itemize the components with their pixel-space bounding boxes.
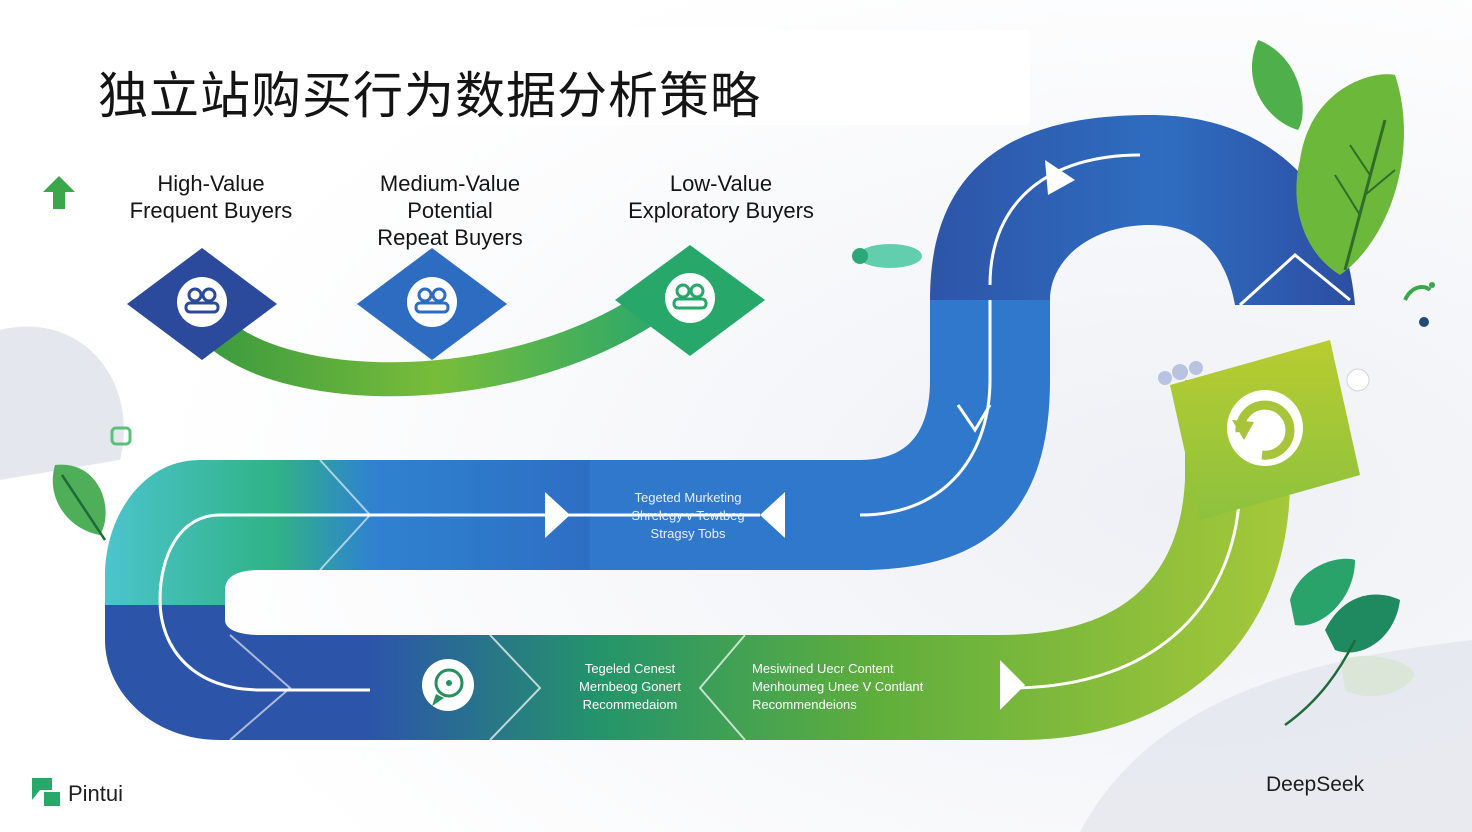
path-line [1238, 253, 1351, 307]
segment-label-line: Exploratory Buyers [628, 198, 814, 223]
path-label-line: Recommendeions [752, 697, 857, 712]
path-line [1009, 380, 1242, 690]
segment-label-line: Medium-Value [379, 171, 521, 196]
path-upper-band [105, 460, 590, 605]
segment-label-line: Frequent Buyers [129, 198, 293, 223]
leaf-icon [52, 464, 107, 541]
bg-blob-left [0, 326, 124, 480]
path-chevron [698, 634, 746, 741]
dot [1346, 368, 1370, 392]
segment-diamond-high[interactable] [127, 248, 277, 360]
path-line [158, 599, 380, 692]
path-arrow [1000, 660, 1025, 710]
path-label-line: Menhoumeg Unee V Contlant [752, 679, 924, 694]
segment-diamond-medium[interactable] [357, 248, 507, 360]
title-backdrop [20, 30, 1030, 125]
path-label-line: Stragsy Tobs [650, 526, 726, 541]
small-square-icon [110, 426, 132, 446]
bubble-cluster [1158, 361, 1203, 385]
path-arrow [545, 492, 570, 538]
path-label-line: Tegeled Cenest [584, 661, 676, 676]
segment-label-line: Repeat Buyers [377, 225, 523, 250]
segment-label-medium: Medium-Value Potential Repeat Buyers [350, 170, 550, 251]
path-label-line: Shrelegy v Tewtbeg [631, 508, 745, 523]
path-label-line: Mernbeog Gonert [579, 679, 681, 694]
leaf-icon [1284, 558, 1415, 727]
path-arrow [956, 404, 992, 433]
path-line [158, 513, 760, 601]
path-chevron [319, 459, 372, 571]
path-chevron [229, 634, 292, 741]
path-label-lower-left: Tegeled Cenest Mernbeog Gonert Recommeda… [555, 660, 705, 714]
buyer-group-icon [414, 287, 450, 314]
buyer-group-icon [672, 283, 708, 310]
path-label-line: Recommedaiom [582, 697, 678, 712]
sprout-icon [1403, 282, 1435, 327]
segment-label-low: Low-Value Exploratory Buyers [610, 170, 832, 224]
segment-label-line: High-Value [157, 171, 265, 196]
path-arrow [1045, 160, 1075, 195]
droplet-icon [852, 244, 922, 268]
path-line [988, 153, 1141, 286]
up-arrow-icon [43, 176, 75, 209]
page-title: 独立站购买行为数据分析策略 [98, 67, 761, 125]
segment-label-line: Low-Value [669, 171, 773, 196]
path-label-upper: Tegeted Murketing Shrelegy v Tewtbeg Str… [598, 489, 778, 543]
segment-diamond-low[interactable] [615, 245, 765, 356]
path-lower-band [370, 380, 1290, 740]
refresh-tile[interactable] [1170, 340, 1360, 520]
buyer-group-icon [184, 287, 220, 314]
path-label-lower-right: Mesiwined Uecr Content Menhoumeg Unee V … [752, 660, 952, 714]
brand-deepseek: DeepSeek [1266, 773, 1365, 796]
segment-label-high: High-Value Frequent Buyers [116, 170, 306, 224]
path-arrow [760, 492, 785, 538]
segment-label-line: Potential [407, 198, 493, 223]
leaf-icon [1251, 40, 1303, 130]
path-label-line: Tegeted Murketing [634, 490, 742, 505]
path-descent [560, 300, 1050, 570]
path-label-line: Mesiwined Uecr Content [752, 661, 894, 676]
path-left-turn [105, 605, 380, 740]
refresh-icon [1227, 390, 1303, 466]
chat-icon [422, 659, 474, 711]
leaf-icon [1296, 74, 1404, 276]
path-line [859, 300, 992, 517]
path-top-arch [930, 115, 1355, 305]
path-chevron [489, 634, 542, 741]
pintui-logo-icon [32, 778, 60, 806]
brand-pintui: Pintui [68, 781, 124, 806]
segment-connector-arc [198, 283, 677, 397]
